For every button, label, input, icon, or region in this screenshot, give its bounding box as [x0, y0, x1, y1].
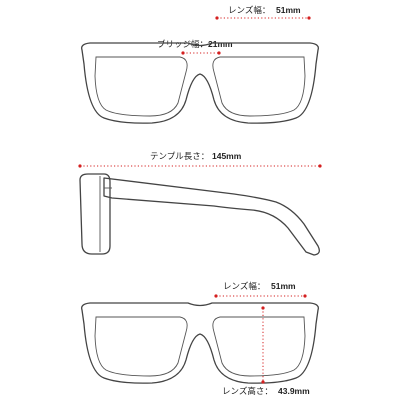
lens-width-value-top: 51mm: [276, 5, 301, 15]
left-lens-bottom: [94, 316, 188, 377]
lens-height-value: 43.9mm: [278, 386, 310, 396]
front-view-bottom: レンズ幅： 51mm レンズ高さ： 43.9mm: [81, 281, 319, 397]
bridge-width-dot-right: [217, 51, 221, 55]
temple-length-dot-right: [318, 164, 322, 168]
right-lens-bottom: [212, 316, 306, 377]
bridge-width-label: ブリッジ幅：: [157, 39, 208, 50]
lens-width-dot-right-top: [307, 16, 311, 20]
left-lens-top: [94, 56, 188, 117]
front-view-top: レンズ幅： 51mm ブリッジ幅： 21mm: [81, 5, 319, 124]
front-rim-side: [79, 173, 111, 255]
temple-arm: [103, 177, 320, 256]
side-view: テンプル長さ： 145mm: [78, 151, 322, 256]
lens-width-label-bottom: レンズ幅：: [223, 281, 265, 292]
front-frame-outline-bottom: [81, 302, 319, 384]
lens-width-dot-right-bottom: [303, 294, 307, 298]
lens-height-label: レンズ高さ：: [222, 386, 273, 397]
lens-width-dot-left-top: [215, 16, 219, 20]
right-lens-top: [212, 56, 306, 117]
lens-width-value-bottom: 51mm: [271, 281, 296, 291]
lens-width-dot-left-bottom: [214, 294, 218, 298]
lens-width-label-top: レンズ幅：: [228, 5, 270, 16]
temple-length-label: テンプル長さ：: [150, 152, 209, 162]
front-frame-outline-top: [81, 42, 319, 124]
temple-length-value: 145mm: [212, 151, 242, 161]
bridge-width-dot-left: [181, 51, 185, 55]
lens-height-dot-bottom: [261, 380, 265, 384]
lens-height-dot-top: [261, 306, 265, 310]
bridge-width-value: 21mm: [208, 39, 233, 49]
temple-length-dot-left: [78, 164, 82, 168]
